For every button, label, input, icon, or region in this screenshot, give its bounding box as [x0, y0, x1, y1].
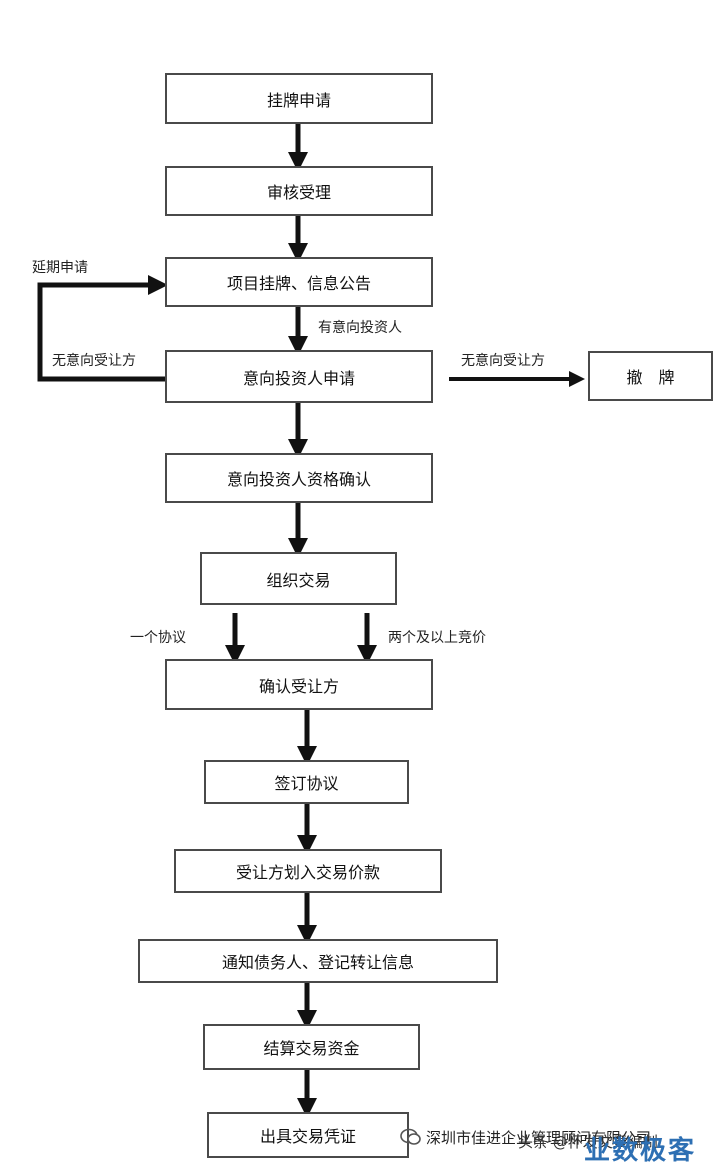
step-investor-qualification: 意向投资人资格确认	[165, 453, 433, 503]
step-listing-application: 挂牌申请	[165, 73, 433, 124]
watermark-company: 深圳市佳进企业管理顾问有限公司	[426, 1129, 652, 1147]
step-project-listing: 项目挂牌、信息公告	[165, 257, 433, 307]
label-no-transferee-right: 无意向受让方	[461, 353, 545, 369]
label-one-agreement: 一个协议	[130, 630, 186, 646]
step-sign-agreement: 签订协议	[204, 760, 409, 804]
step-review-acceptance: 审核受理	[165, 166, 433, 216]
step-withdraw-listing: 撤 牌	[588, 351, 713, 401]
watermark-logo: 业数极客	[584, 1136, 697, 1166]
step-notify-debtor: 通知债务人、登记转让信息	[138, 939, 498, 983]
step-settle-funds: 结算交易资金	[203, 1024, 420, 1070]
watermark-source: 头条 @怀发文章编制	[518, 1133, 658, 1151]
step-transfer-payment: 受让方划入交易价款	[174, 849, 442, 893]
wechat-icon	[400, 1128, 421, 1145]
step-organize-trading: 组织交易	[200, 552, 397, 605]
label-two-or-more-bidding: 两个及以上竞价	[388, 630, 486, 646]
extension-loop-arrow	[37, 275, 168, 382]
step-issue-voucher: 出具交易凭证	[207, 1112, 409, 1158]
step-intended-investor-application: 意向投资人申请	[165, 350, 433, 403]
label-no-transferee-left: 无意向受让方	[52, 353, 136, 369]
label-has-intended-investor: 有意向投资人	[318, 320, 402, 336]
step-confirm-transferee: 确认受让方	[165, 659, 433, 710]
label-extension-application: 延期申请	[32, 260, 88, 276]
